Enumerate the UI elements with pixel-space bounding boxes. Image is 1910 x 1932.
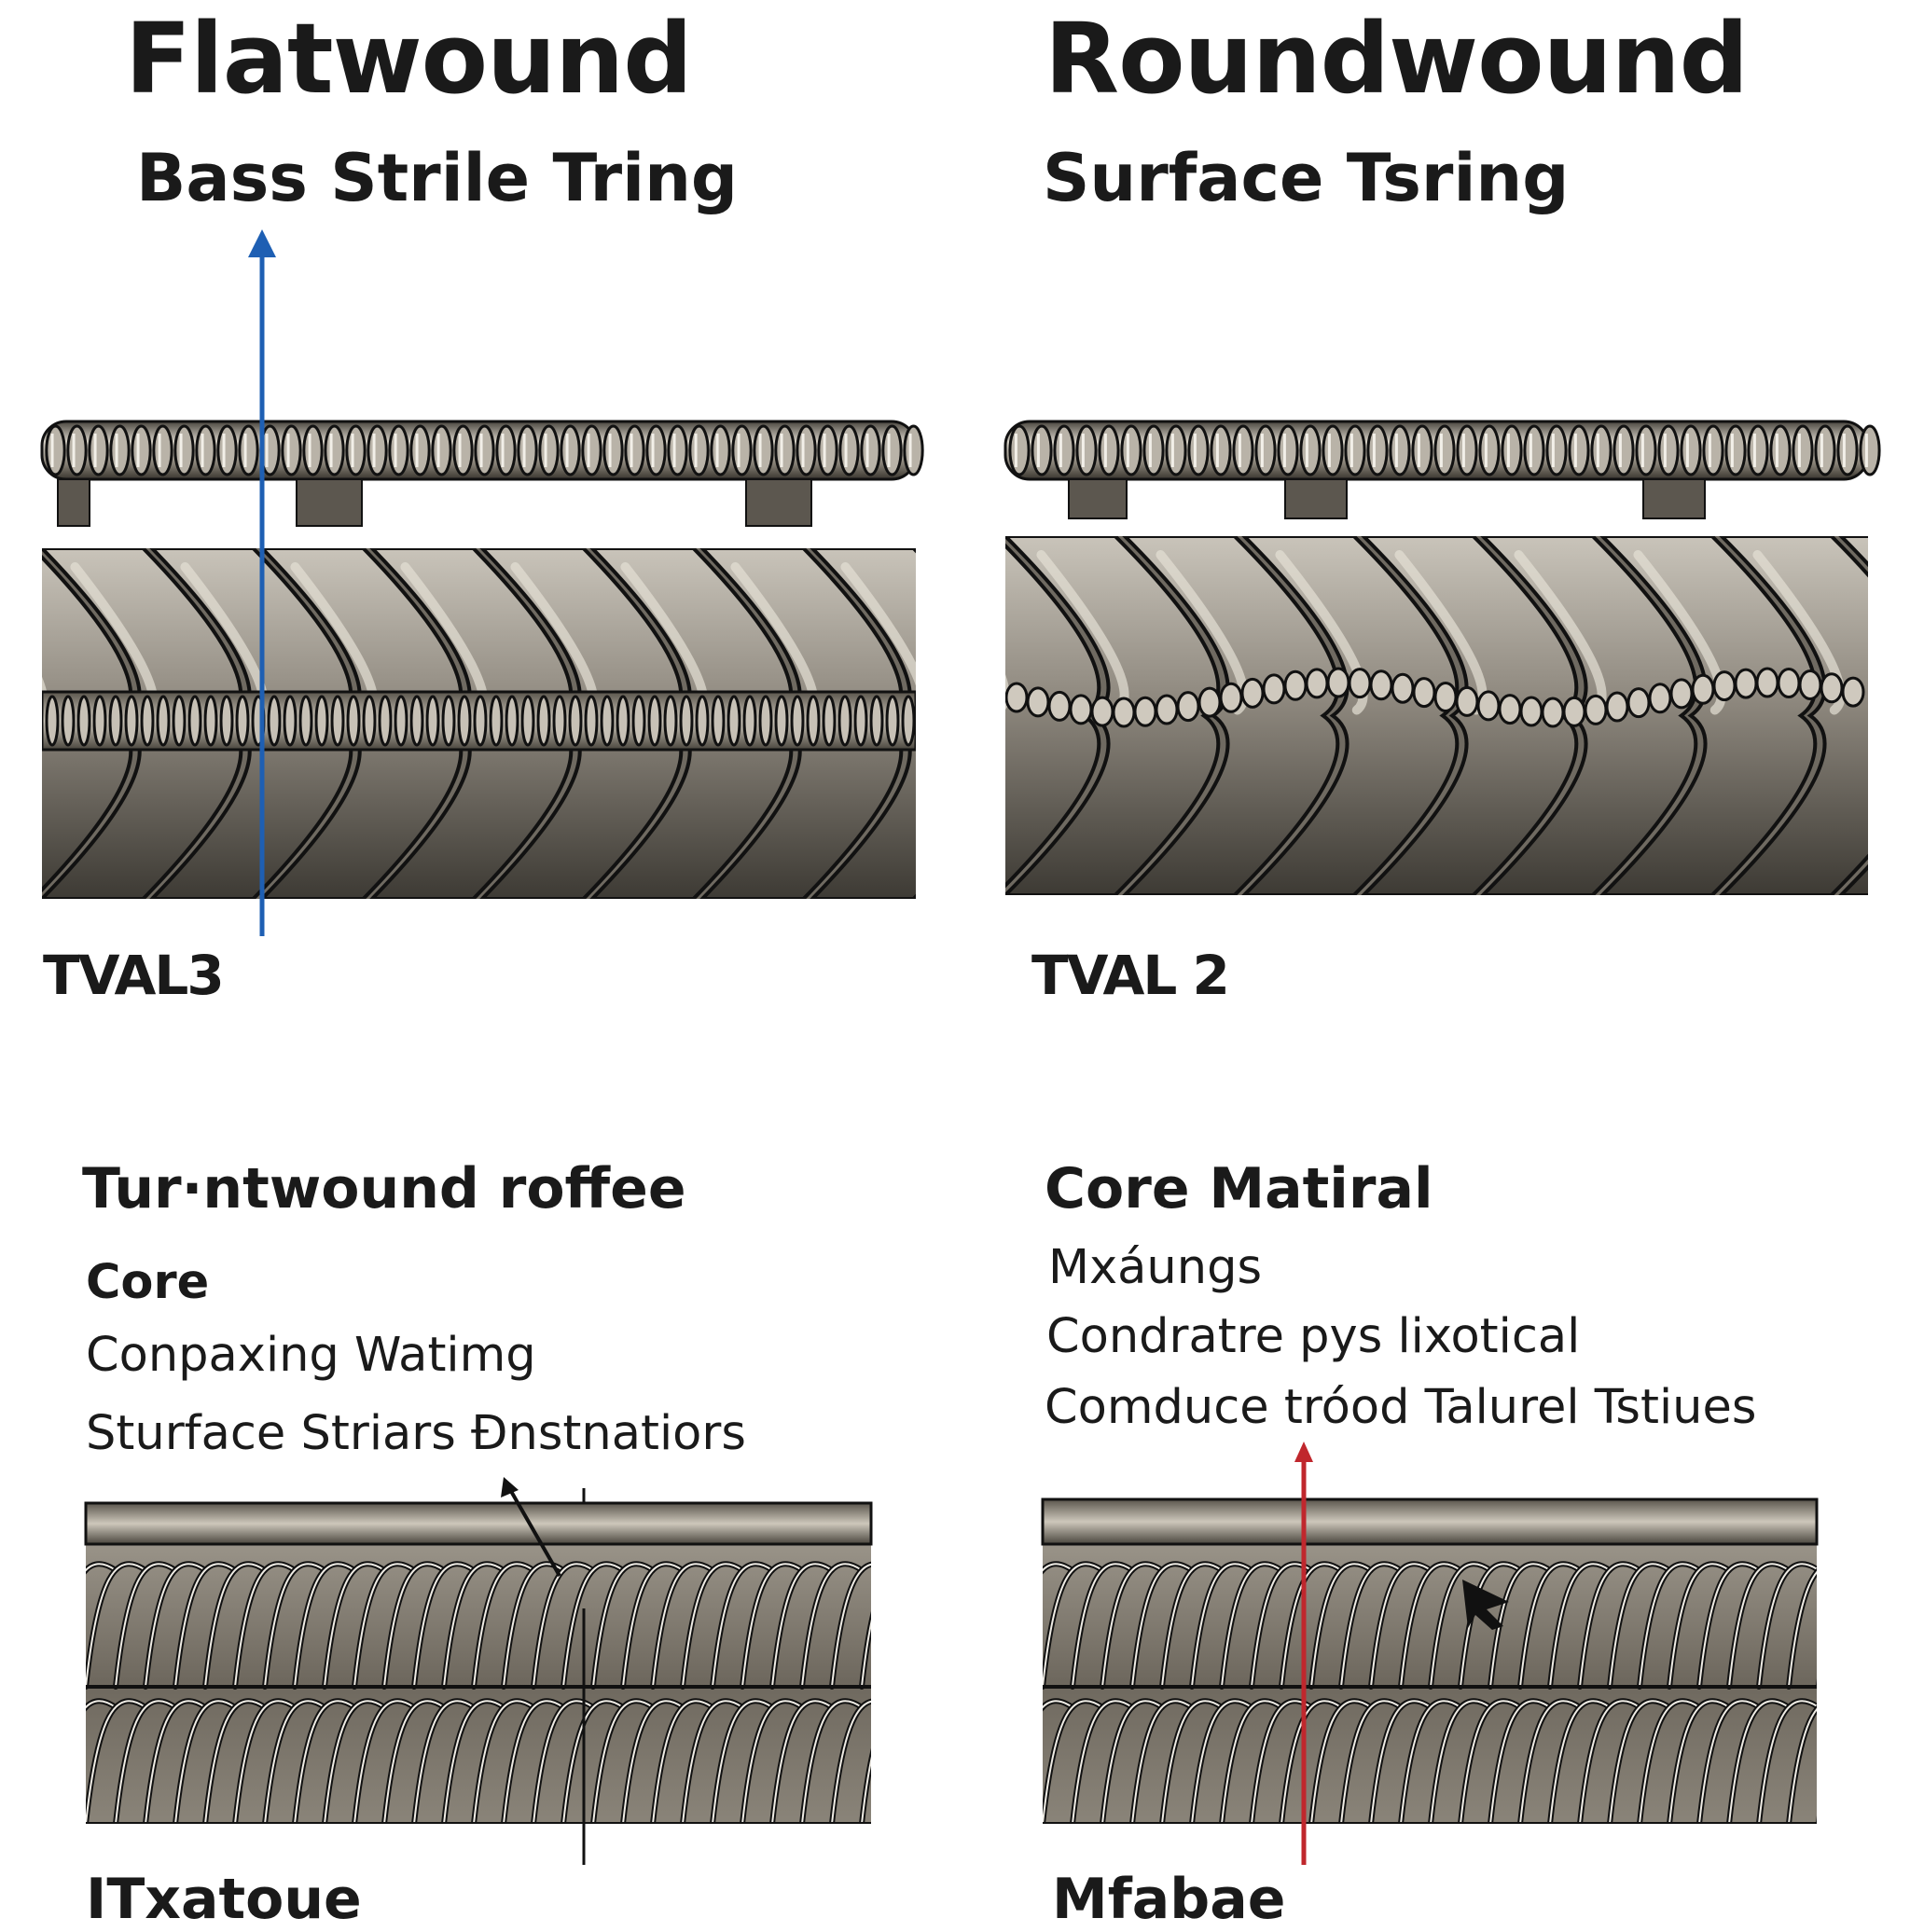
- flatwound-tag: TVAL3: [43, 944, 225, 1007]
- bottom-left-pointer: [506, 1485, 561, 1577]
- bottom-left-line-2: Conpaxing Watimg: [86, 1328, 536, 1383]
- cursor-icon: [1462, 1580, 1509, 1630]
- flatwound-subtitle: Bass Strile Tring: [136, 140, 739, 216]
- bottom-right-line-2: Condratre pys lixotical: [1046, 1309, 1581, 1364]
- bottom-left-line-3: Sturface Striars Đnstnatiors: [86, 1406, 746, 1461]
- roundwound-title: Roundwound: [1045, 2, 1749, 116]
- bottom-left-line-1: Core: [86, 1255, 210, 1310]
- bottom-right-heading: Core Matiral: [1045, 1156, 1433, 1221]
- bottom-left-heading: Tur·ntwound roffee: [82, 1156, 686, 1221]
- flatwound-top-coil: [40, 420, 924, 527]
- flatwound-title: Flatwound: [125, 2, 693, 116]
- roundwound-winding: [1005, 536, 1868, 895]
- bottom-right-line-1: Mxáungs: [1048, 1240, 1263, 1295]
- roundwound-subtitle: Surface Tsring: [1043, 140, 1570, 216]
- core-material-cross-section: [1043, 1539, 1817, 1824]
- roundwound-top-coil: [1003, 420, 1881, 519]
- roundwound-tag: TVAL 2: [1031, 944, 1230, 1007]
- turntwound-cross-section: [86, 1539, 871, 1824]
- bottom-right-line-3: Comduce tróod Talurel Tstiues: [1045, 1380, 1757, 1435]
- flatwound-winding: [42, 548, 916, 899]
